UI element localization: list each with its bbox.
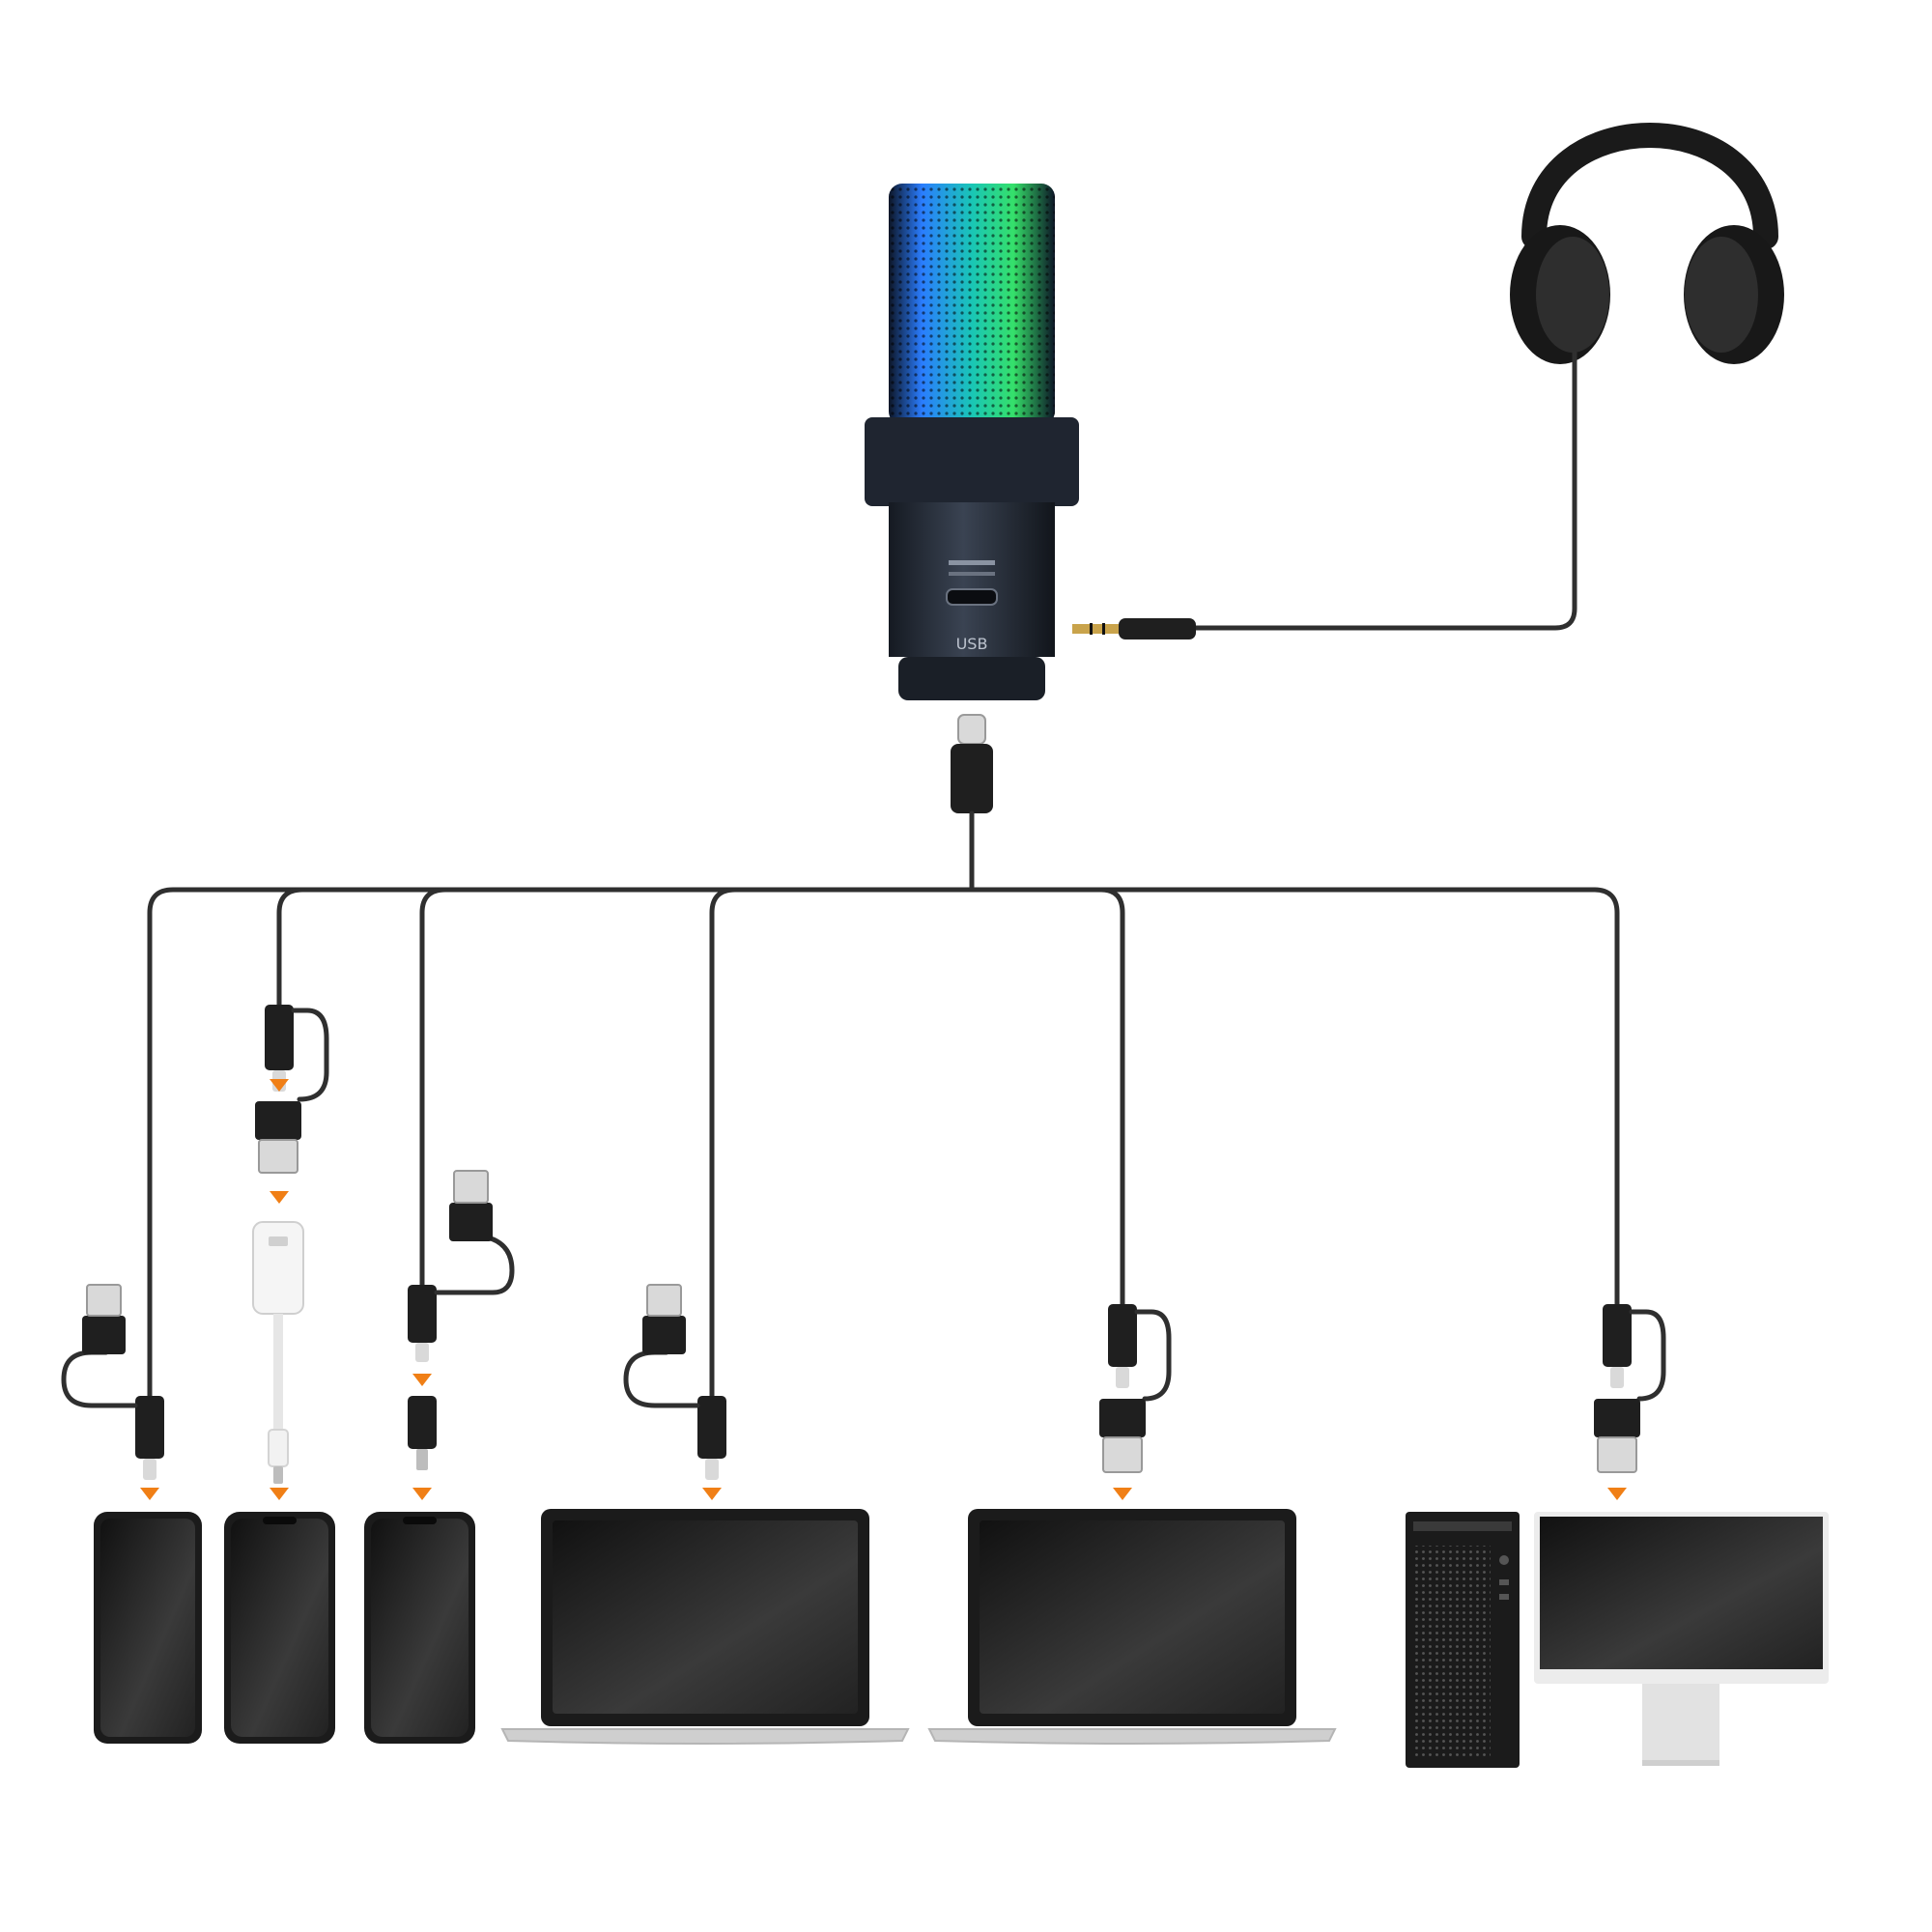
split-adapter-1 (61, 1284, 164, 1480)
microphone-icon: USB (865, 184, 1079, 700)
headphone-cable (1190, 350, 1577, 631)
phone-icon (364, 1512, 475, 1744)
usb-a-plug-icon (1102, 1436, 1143, 1473)
audio-jack-icon (1072, 618, 1196, 639)
usb-a-plug-icon (1597, 1436, 1637, 1473)
arrow-down-icons (140, 1079, 1627, 1500)
arrow-down-icon (412, 1374, 432, 1386)
usb-c-plug-icon (951, 714, 993, 813)
arrow-down-icon (270, 1191, 289, 1204)
usb-a-plug-icon (86, 1284, 122, 1317)
usb-a-plug-icon (453, 1170, 489, 1204)
mic-port-label: USB (956, 635, 988, 653)
arrow-down-icon (270, 1079, 289, 1092)
desktop-tower-icon (1406, 1512, 1520, 1768)
arrow-down-icon (702, 1488, 722, 1500)
cable-tree (147, 810, 1620, 1399)
lightning-adapter-icon (252, 1221, 304, 1484)
split-adapter-6 (1594, 1304, 1666, 1473)
mic-spec-marks (949, 560, 995, 576)
headphones-icon (1510, 123, 1784, 364)
arrow-down-icon (1607, 1488, 1627, 1500)
laptop-icon (500, 1509, 910, 1745)
lightning-adapter-chain (252, 1005, 329, 1484)
phone-icon (224, 1512, 335, 1744)
arrow-down-icon (140, 1488, 159, 1500)
split-adapter-3 (408, 1170, 515, 1470)
split-adapter-5 (1099, 1304, 1172, 1473)
phone-icon (94, 1512, 202, 1744)
monitor-icon (1534, 1512, 1829, 1766)
usb-a-plug-icon (646, 1284, 682, 1317)
arrow-down-icon (270, 1488, 289, 1500)
arrow-down-icon (412, 1488, 432, 1500)
usb-a-plug-icon (258, 1139, 298, 1174)
arrow-down-icon (1113, 1488, 1132, 1500)
laptop-icon (927, 1509, 1337, 1745)
split-adapter-4 (623, 1284, 726, 1480)
